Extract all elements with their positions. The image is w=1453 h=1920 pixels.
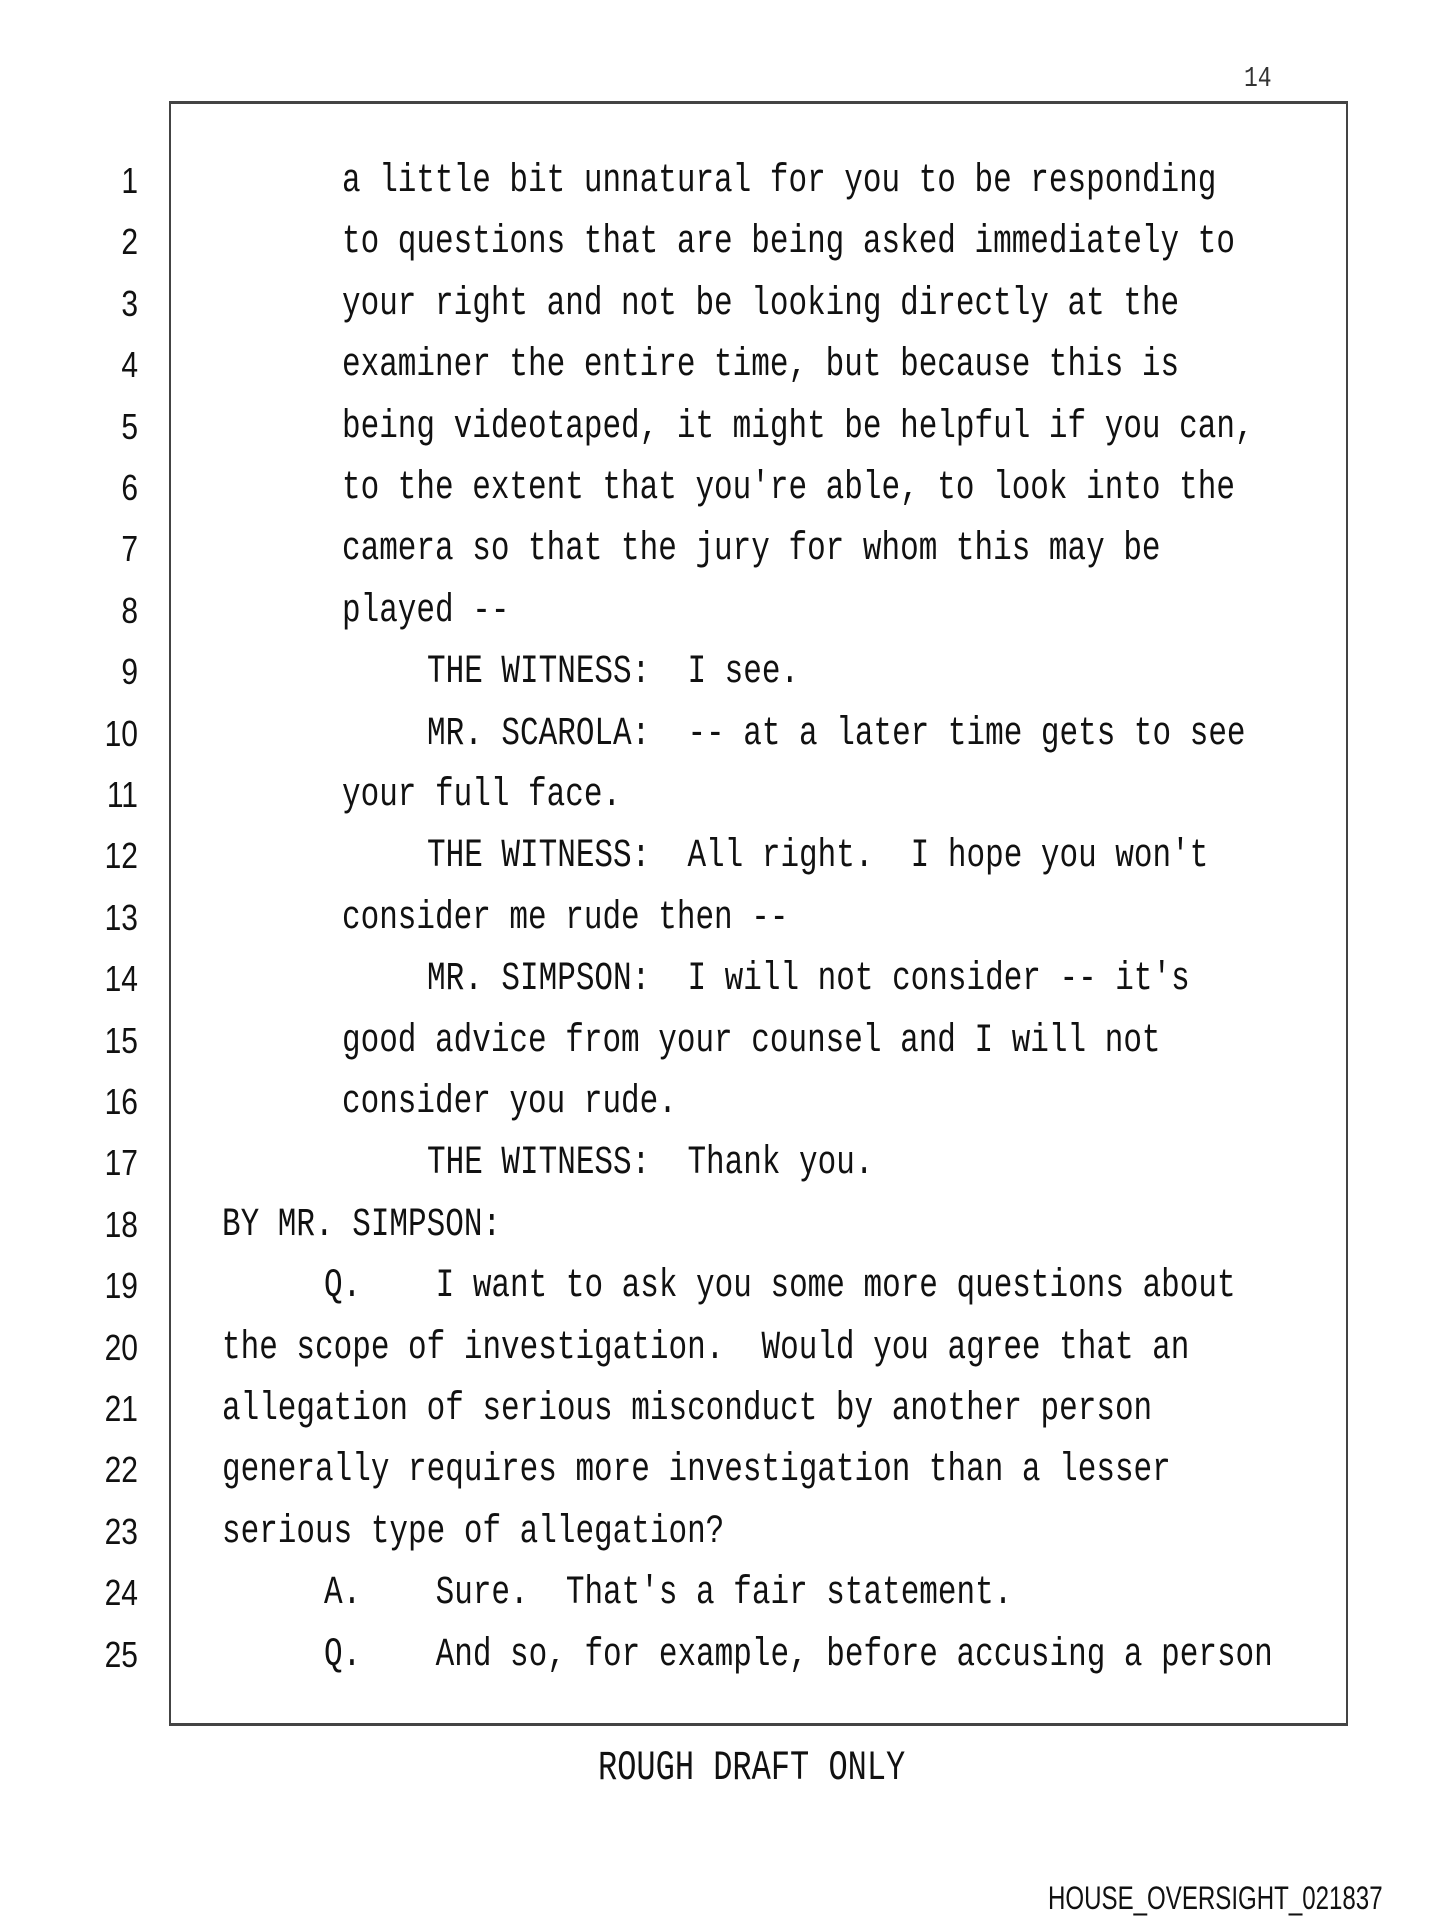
transcript-line: serious type of allegation? [222,1509,725,1555]
transcript-line: played -- [342,588,510,634]
transcript-line: consider you rude. [342,1079,677,1126]
line-number: 4 [121,345,138,386]
transcript-line: Q. I want to ask you some more questions… [324,1263,1236,1310]
transcript-line: camera so that the jury for whom this ma… [342,526,1161,573]
line-number: 16 [104,1082,138,1123]
transcript-border [169,101,1348,1726]
transcript-line: THE WITNESS: Thank you. [427,1140,874,1187]
transcript-line: generally requires more investigation th… [222,1447,1171,1494]
line-number: 19 [104,1266,138,1307]
transcript-line: THE WITNESS: I see. [427,649,800,696]
transcript-line: a little bit unnatural for you to be res… [342,158,1217,205]
line-number: 15 [104,1021,138,1061]
transcript-line: the scope of investigation. Would you ag… [222,1325,1190,1371]
line-number: 11 [106,775,138,816]
transcript-line: MR. SIMPSON: I will not consider -- it's [427,956,1190,1003]
line-number: 18 [104,1205,138,1245]
line-number: 2 [121,222,138,263]
line-number: 6 [121,468,138,509]
transcript-line: your full face. [342,772,622,819]
transcript-line: A. Sure. That's a fair statement. [324,1570,1013,1617]
line-number: 20 [104,1328,138,1368]
transcript-line: being videotaped, it might be helpful if… [342,404,1254,450]
transcript-line: allegation of serious misconduct by anot… [222,1386,1153,1433]
line-number: 12 [104,836,138,877]
line-number: 8 [121,591,138,631]
transcript-line: your right and not be looking directly a… [342,281,1180,327]
transcript-line: BY MR. SIMPSON: [222,1202,502,1248]
transcript-line: consider me rude then -- [342,895,789,941]
line-number: 5 [121,407,138,447]
line-number: 10 [104,714,138,754]
transcript-line: Q. And so, for example, before accusing … [324,1632,1273,1678]
line-number: 24 [104,1573,138,1614]
line-number: 22 [104,1450,138,1491]
page-number: 14 [1244,62,1272,95]
transcript-line: to questions that are being asked immedi… [342,219,1235,266]
line-number: 7 [121,529,138,570]
transcript-line: MR. SCAROLA: -- at a later time gets to … [427,711,1246,757]
line-number: 3 [121,284,138,324]
bates-number: HOUSE_OVERSIGHT_021837 [1048,1880,1383,1916]
line-number: 1 [121,161,138,202]
line-number: 25 [104,1635,138,1675]
transcript-line: THE WITNESS: All right. I hope you won't [427,833,1209,880]
line-number: 23 [104,1512,138,1552]
line-number: 13 [104,898,138,938]
rough-draft-footer: ROUGH DRAFT ONLY [598,1744,906,1793]
line-number: 14 [104,959,138,1000]
transcript-line: examiner the entire time, but because th… [342,342,1180,389]
transcript-line: good advice from your counsel and I will… [342,1018,1161,1064]
line-number: 21 [104,1389,138,1430]
transcript-line: to the extent that you're able, to look … [342,465,1235,512]
line-number: 9 [121,652,138,693]
line-number: 17 [104,1143,138,1184]
